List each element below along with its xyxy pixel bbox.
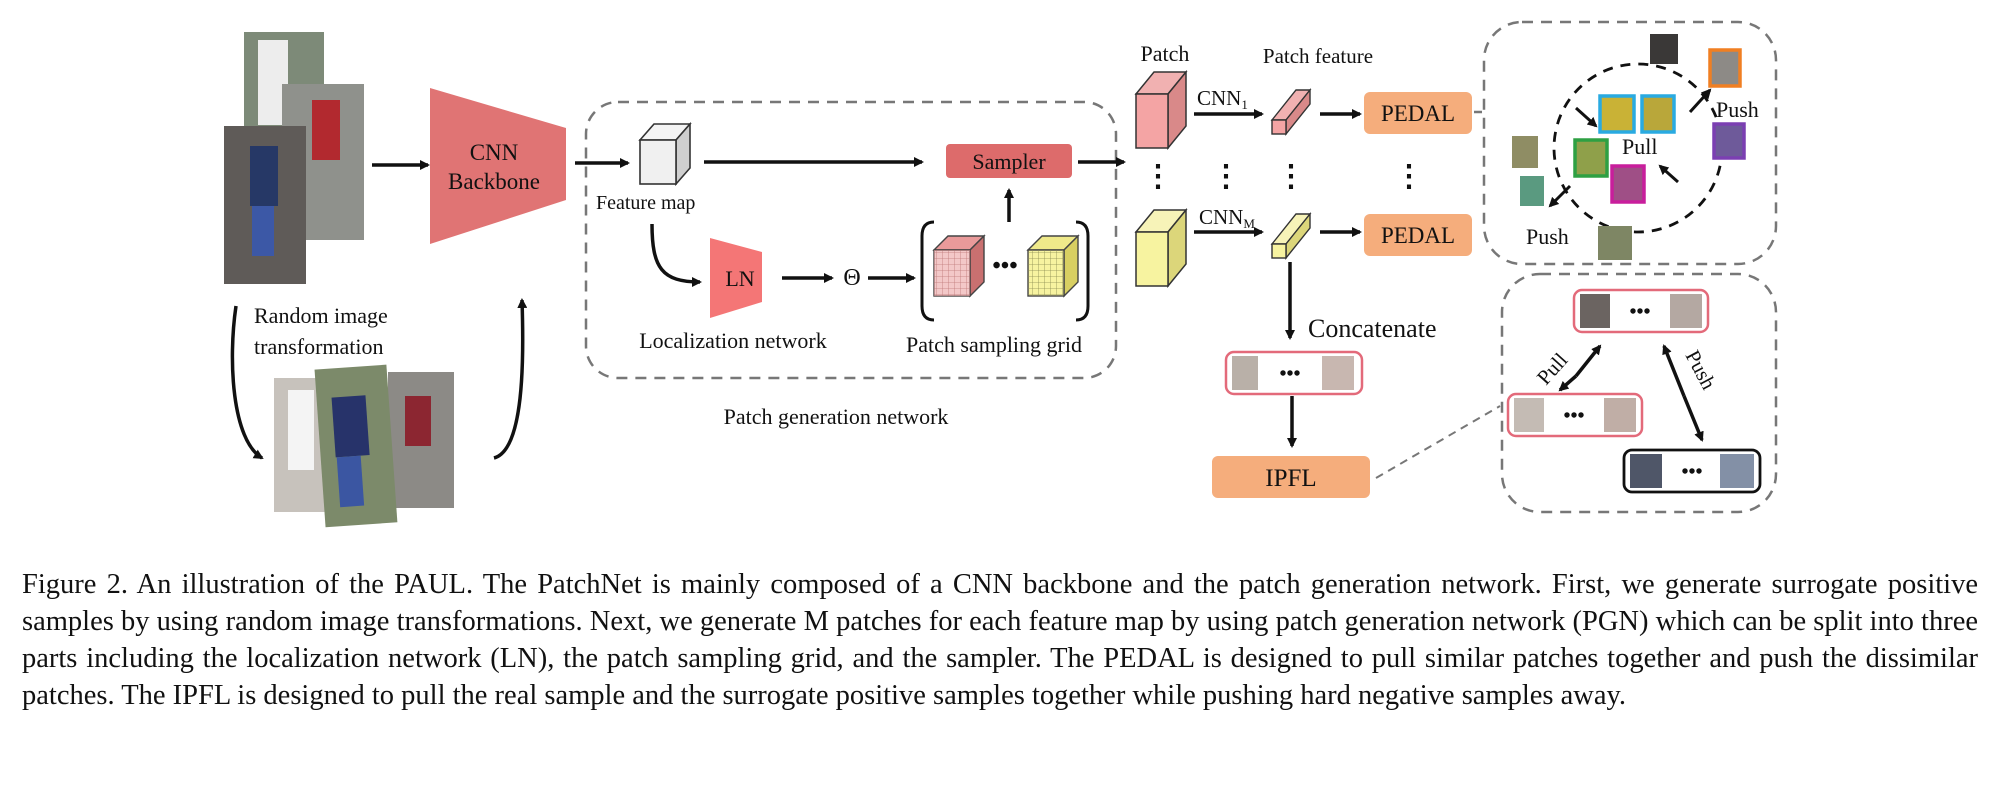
ipfl-box: [1212, 456, 1370, 498]
sampler-block: [946, 144, 1072, 178]
patch-label: Patch: [1141, 41, 1190, 66]
ipfl-anchor-ellipsis: •••: [1629, 301, 1650, 323]
patch-vdots-4: ⋮: [1394, 160, 1424, 193]
pedal-push-bottom-label: Push: [1526, 224, 1569, 249]
patch-feature-block-m: [1270, 212, 1312, 260]
feature-map-cube: [638, 121, 692, 187]
arrow-transform-up: [493, 298, 528, 460]
transformed-images: [274, 364, 454, 528]
concatenate-label: Concatenate: [1308, 314, 1437, 343]
random-transform-label-2: transformation: [254, 334, 384, 359]
arrow-transform-down: [230, 305, 264, 460]
input-images: [224, 32, 364, 284]
ipfl-panel: [1500, 272, 1778, 514]
patch-vdots-3: ⋮: [1276, 160, 1306, 193]
pedal-pull-label: Pull: [1622, 134, 1657, 159]
backbone-label-1: CNN: [470, 140, 519, 165]
ipfl-push-arrow-b: [1682, 395, 1704, 442]
pedal-label-bottom: PEDAL: [1381, 223, 1455, 248]
pedal-push-arrow-1: [1688, 88, 1712, 114]
patch-vdots-2: ⋮: [1211, 160, 1241, 193]
pedal-push-arrow-2: [1548, 184, 1572, 208]
ipfl-positive-box: [1506, 392, 1644, 438]
patch-generation-network-label: Patch generation network: [724, 404, 949, 429]
ln-label: LN: [725, 266, 754, 291]
ipfl-negative-box: [1622, 448, 1762, 494]
ipfl-anchor-box: [1572, 288, 1710, 334]
pedal-pull-arrow-2: [1658, 164, 1679, 184]
patch-generation-network-box: [584, 100, 1118, 380]
localization-network-block: [710, 238, 762, 318]
backbone-label-2: Backbone: [448, 169, 540, 194]
sampler-label: Sampler: [972, 149, 1046, 174]
pedal-box-top: [1364, 92, 1472, 134]
ipfl-pull-arrow-b: [1574, 344, 1602, 378]
ipfl-connector-dashed: [1375, 405, 1501, 479]
ipfl-label: IPFL: [1265, 465, 1316, 492]
arrow-featuremap-to-ln: [650, 223, 702, 287]
patch-sampling-grid-label: Patch sampling grid: [906, 332, 1082, 357]
ipfl-push-arrow-a: [1662, 344, 1686, 397]
random-transform-label-1: Random image: [254, 303, 388, 328]
patch-vdots-1: ⋮: [1143, 160, 1173, 193]
pedal-box-bottom: [1364, 214, 1472, 256]
paul-architecture-diagram: Random image transformation CNN Backbone…: [224, 20, 1778, 528]
pedal-panel: [1482, 20, 1778, 266]
ipfl-positive-ellipsis: •••: [1563, 405, 1584, 427]
ipfl-negative-ellipsis: •••: [1681, 461, 1702, 483]
cnn-backbone-block: [430, 88, 566, 244]
patch-block-1: [1134, 69, 1188, 151]
cnn1-label: CNN1: [1197, 86, 1248, 112]
patch-feature-block-1: [1270, 88, 1312, 136]
pedal-patches: [1512, 34, 1746, 260]
ipfl-pull-arrow-a: [1558, 374, 1578, 392]
feature-map-label: Feature map: [596, 192, 695, 214]
theta-symbol: Θ: [843, 265, 860, 291]
concat-ellipsis: •••: [1279, 363, 1300, 385]
grid-ellipsis: •••: [992, 253, 1017, 279]
pedal-push-right-label: Push: [1716, 97, 1759, 122]
ipfl-push-label: Push: [1681, 346, 1722, 394]
pedal-label-top: PEDAL: [1381, 101, 1455, 126]
patch-sampling-grid: [920, 220, 1090, 322]
cnnm-label: CNNM: [1199, 205, 1255, 231]
localization-network-label: Localization network: [639, 328, 827, 353]
pedal-pull-arrow-1: [1574, 106, 1598, 128]
figure-caption: Figure 2. An illustration of the PAUL. T…: [22, 569, 1978, 711]
patch-feature-label: Patch feature: [1263, 44, 1373, 68]
patch-block-m: [1134, 207, 1188, 289]
